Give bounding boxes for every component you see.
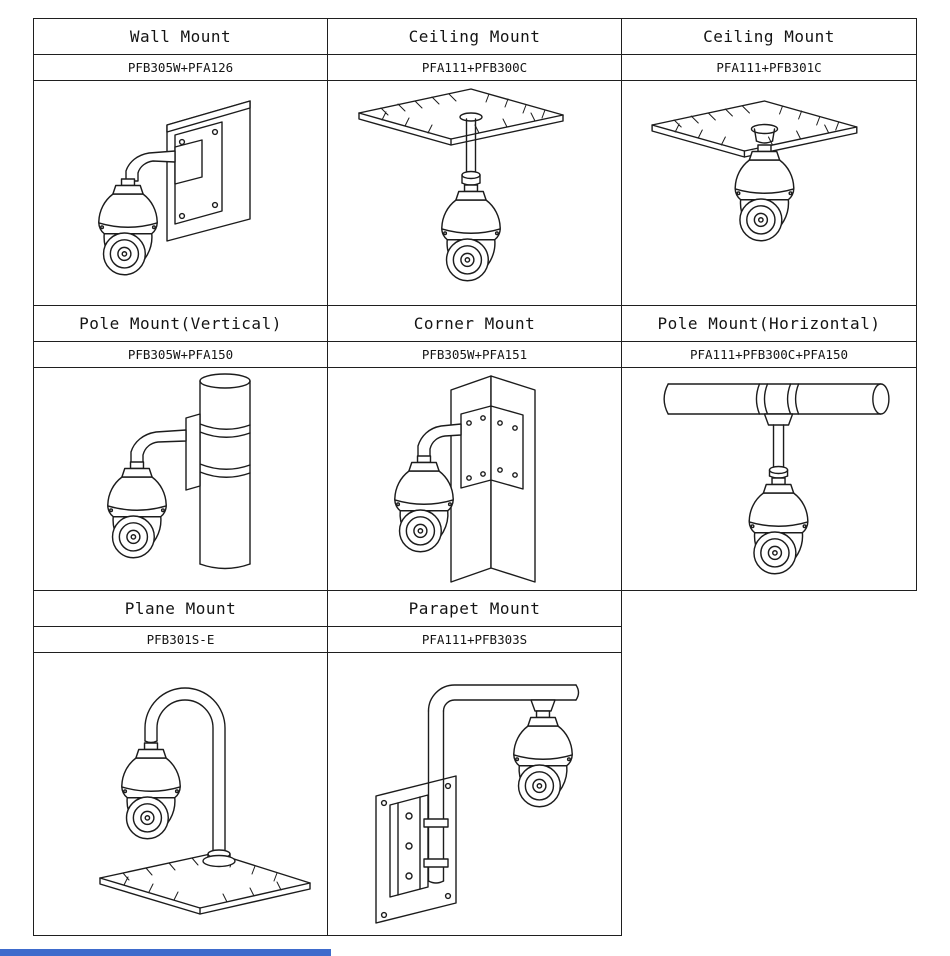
- cell-drawing-area: [328, 81, 621, 305]
- cell-title: Ceiling Mount: [622, 19, 916, 55]
- cell-title: Pole Mount(Vertical): [34, 306, 327, 342]
- cell-parapet-mount: Parapet Mount PFA111+PFB303S: [327, 590, 622, 936]
- cell-part-number: PFA111+PFB301C: [622, 55, 916, 81]
- cell-drawing-area: [622, 81, 916, 305]
- vertical-pole-mount-diagram-icon: [107, 373, 251, 570]
- cell-wall-mount: Wall Mount PFB305W+PFA126: [33, 18, 328, 306]
- cell-pole-mount-vertical: Pole Mount(Vertical) PFB305W+PFA150: [33, 305, 328, 591]
- cell-part-number: PFB305W+PFA151: [328, 342, 621, 368]
- cell-plane-mount: Plane Mount PFB301S-E: [33, 590, 328, 936]
- cell-drawing-area: [328, 368, 621, 590]
- cell-drawing-area: [34, 368, 327, 590]
- cell-part-number: PFB305W+PFA150: [34, 342, 327, 368]
- cell-title: Plane Mount: [34, 591, 327, 627]
- cell-part-number: PFA111+PFB300C: [328, 55, 621, 81]
- mount-options-table: Wall Mount PFB305W+PFA126 Ceiling Mount …: [33, 18, 917, 936]
- cell-ceiling-mount-direct: Ceiling Mount PFA111+PFB301C: [621, 18, 917, 306]
- cell-pole-mount-horizontal: Pole Mount(Horizontal) PFA111+PFB300C+PF…: [621, 305, 917, 591]
- cell-corner-mount: Corner Mount PFB305W+PFA151: [327, 305, 622, 591]
- cell-title: Corner Mount: [328, 306, 621, 342]
- corner-mount-diagram-icon: [394, 375, 536, 583]
- cell-ceiling-mount-pole: Ceiling Mount PFA111+PFB300C: [327, 18, 622, 306]
- cell-drawing-area: [328, 653, 621, 935]
- horizontal-pole-mount-diagram-icon: [663, 383, 890, 575]
- plane-mount-diagram-icon: [99, 687, 311, 915]
- cell-title: Parapet Mount: [328, 591, 621, 627]
- parapet-mount-diagram-icon: [375, 684, 580, 924]
- ceiling-direct-mount-diagram-icon: [651, 100, 858, 242]
- cell-title: Pole Mount(Horizontal): [622, 306, 916, 342]
- cell-drawing-area: [622, 368, 916, 590]
- cell-part-number: PFA111+PFB300C+PFA150: [622, 342, 916, 368]
- cell-drawing-area: [34, 81, 327, 305]
- wall-mount-diagram-icon: [98, 100, 251, 276]
- cell-part-number: PFB305W+PFA126: [34, 55, 327, 81]
- cell-part-number: PFA111+PFB303S: [328, 627, 621, 653]
- cell-title: Ceiling Mount: [328, 19, 621, 55]
- cell-title: Wall Mount: [34, 19, 327, 55]
- bottom-blue-bar: [0, 949, 331, 956]
- cell-drawing-area: [34, 653, 327, 935]
- cell-part-number: PFB301S-E: [34, 627, 327, 653]
- ceiling-pole-mount-diagram-icon: [358, 88, 564, 282]
